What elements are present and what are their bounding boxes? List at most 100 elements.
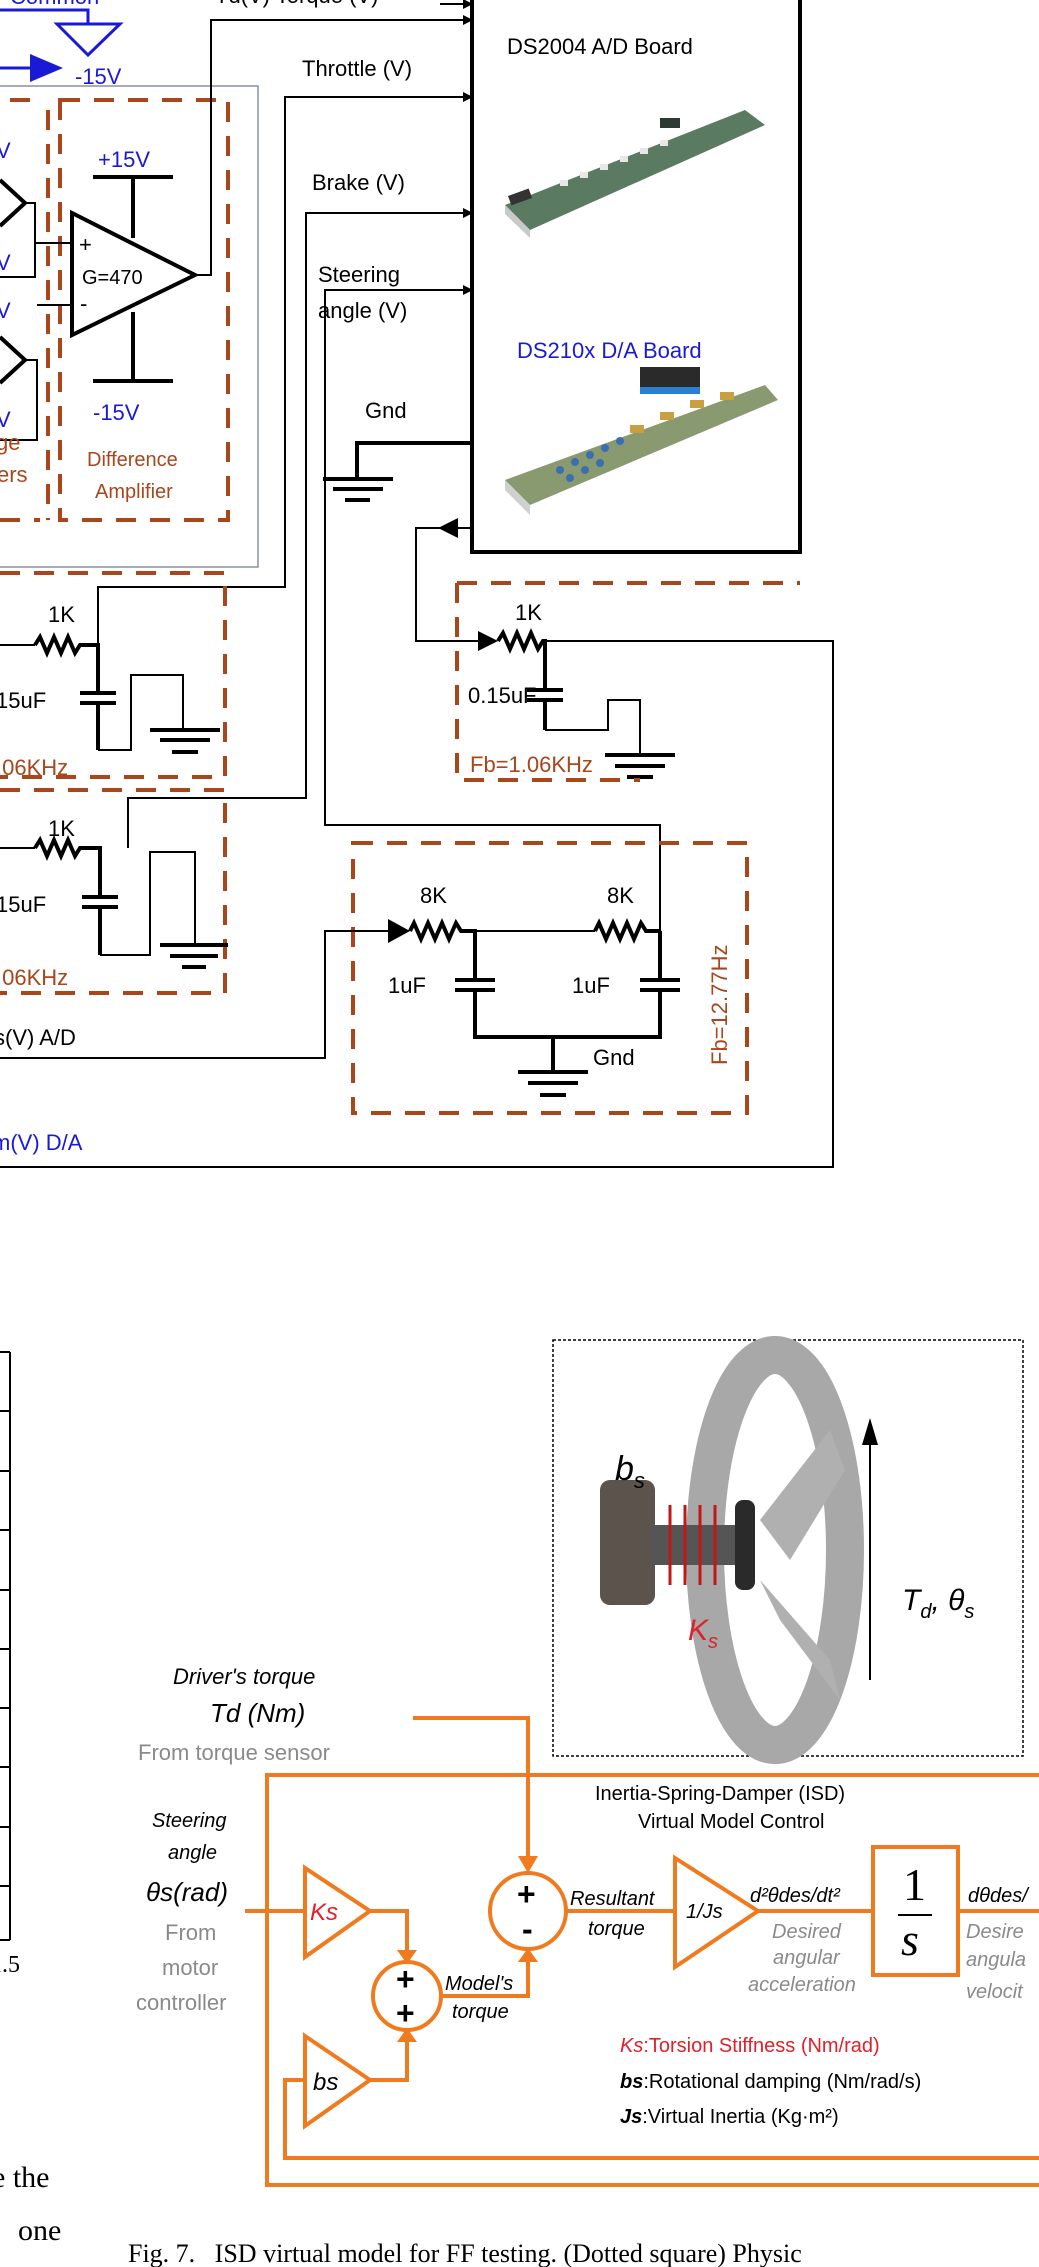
capacitor-label: 1uF xyxy=(572,973,610,998)
difference-amplifier-box xyxy=(58,98,230,522)
models-torque-label: torque xyxy=(452,2001,509,2023)
spring-icon xyxy=(668,1505,717,1585)
inverse-inertia-block xyxy=(673,1854,762,1971)
steering-source-label: From xyxy=(165,1920,216,1945)
acceleration-symbol: d²θdes/dt² xyxy=(750,1885,841,1907)
circuit-diagram: Common -15V V V V V ge vers + - G=470 +1… xyxy=(0,0,834,1168)
steering-label: angle (V) xyxy=(318,298,407,323)
ks-label: K xyxy=(688,1614,710,1647)
driver-torque-label: Driver's torque xyxy=(173,1664,315,1689)
resultant-torque-label: Resultant xyxy=(570,1888,656,1910)
plus-sign: + xyxy=(396,1961,415,1997)
acceleration-desc: angular xyxy=(773,1947,841,1969)
integrator-numerator: 1 xyxy=(903,1859,926,1910)
isd-control-diagram: Driver's torque Td (Nm) From torque sens… xyxy=(136,1664,1039,2187)
from-torque-sensor-label: From torque sensor xyxy=(138,1740,330,1765)
velocity-desc: angula xyxy=(966,1949,1026,1971)
body-text-line: e the xyxy=(0,2161,49,2194)
ad-output-label: s(V) A/D xyxy=(0,1025,76,1050)
ks-sub: s xyxy=(708,1631,718,1653)
rc-filter-throttle: 1K 15uF .06KHz xyxy=(0,571,227,780)
steering-source-label: motor xyxy=(162,1955,218,1980)
gnd-label: Gnd xyxy=(365,398,407,423)
resistor-label: 8K xyxy=(420,883,447,908)
resistor-label: 1K xyxy=(48,602,75,627)
buffer-label: ge xyxy=(0,430,20,455)
throttle-label: Throttle (V) xyxy=(302,56,412,81)
minus-sign: - xyxy=(522,1911,533,1947)
inverse-inertia-label: 1/Js xyxy=(686,1901,723,1923)
brake-label: Brake (V) xyxy=(312,170,405,195)
conditioning-board-outline xyxy=(0,85,259,568)
legend-ks: Ks:Torsion Stiffness (Nm/rad) xyxy=(620,2035,880,2057)
ground-icon xyxy=(323,441,472,502)
bs-label: b xyxy=(615,1450,634,1488)
acceleration-desc: acceleration xyxy=(748,1974,856,1996)
da-output-label: m(V) D/A xyxy=(0,1130,83,1155)
td-label: T xyxy=(902,1584,923,1617)
resultant-torque-label: torque xyxy=(588,1918,645,1940)
neg15-top-label: -15V xyxy=(75,64,122,89)
svg-text:bs: bs xyxy=(615,1450,645,1493)
td-nm-label: Td (Nm) xyxy=(210,1698,305,1728)
rc-filter-da: 1K 0.15uF Fb=1.06KHz xyxy=(0,518,834,1168)
damper-hub xyxy=(600,1480,655,1605)
gain-label: G=470 xyxy=(82,267,143,289)
arrow-icon xyxy=(438,518,458,538)
ad-board-image xyxy=(505,110,765,238)
theta-label: , θ xyxy=(931,1584,965,1617)
theta-sub: s xyxy=(964,1601,974,1623)
buffer-voltage-label: V xyxy=(0,138,11,163)
legend-js: Js:Virtual Inertia (Kg·m²) xyxy=(620,2106,839,2128)
capacitor-label: 15uF xyxy=(0,688,46,713)
cutoff-label: .06KHz xyxy=(0,755,68,780)
torque-signal-label: Td(V) Torque (V) xyxy=(215,0,378,8)
steering-wheel-illustration: bs Ks Td, θs xyxy=(552,1336,1024,1764)
cutoff-label: .06KHz xyxy=(0,965,68,990)
svg-text:Ks: Ks xyxy=(688,1614,718,1653)
integrator-denominator: s xyxy=(901,1914,919,1965)
cutoff-label: Fb=12.77Hz xyxy=(707,945,732,1065)
resistor-label: 8K xyxy=(607,883,634,908)
dspace-board-box xyxy=(470,0,802,554)
steering-input-label: angle xyxy=(168,1842,217,1864)
arrow-icon xyxy=(518,1856,538,1873)
ks-gain-label: Ks xyxy=(310,1899,338,1926)
plus-sign: + xyxy=(517,1876,536,1912)
arrow-icon xyxy=(30,54,63,82)
capacitor-label: 0.15uF xyxy=(468,683,537,708)
common-label: Common xyxy=(10,0,99,9)
body-text-line: one xyxy=(18,2214,61,2247)
cutoff-label: Fb=1.06KHz xyxy=(470,752,593,777)
diff-amp-label: Difference xyxy=(87,449,178,471)
da-board-image xyxy=(505,367,778,515)
chart-axis xyxy=(0,1351,11,1941)
resistor-label: 1K xyxy=(515,600,542,625)
steering-label: Steering xyxy=(318,262,400,287)
figure-caption: Fig. 7. ISD virtual model for FF testing… xyxy=(128,2239,802,2267)
da-board-label: DS210x D/A Board xyxy=(517,338,702,363)
legend-bs: bs:Rotational damping (Nm/rad/s) xyxy=(620,2071,921,2093)
acceleration-desc: Desired xyxy=(772,1921,842,1943)
velocity-symbol: dθdes/ xyxy=(968,1885,1030,1907)
bs-sub: s xyxy=(634,1468,645,1493)
ad-board-label: DS2004 A/D Board xyxy=(507,34,693,59)
buffer-voltage-label: V xyxy=(0,250,11,275)
pos15-label: +15V xyxy=(98,147,150,172)
bs-gain-block xyxy=(303,2032,374,2130)
resistor-label: 1K xyxy=(48,816,75,841)
velocity-desc: velocit xyxy=(966,1981,1024,2003)
buffer-label: vers xyxy=(0,462,28,487)
difference-amplifier: + - G=470 +15V -15V Difference Amplifier xyxy=(70,147,200,503)
rc-filter-brake: 1K 15uF .06KHz xyxy=(0,788,228,995)
capacitor-label: 15uF xyxy=(0,892,46,917)
arrow-icon xyxy=(388,919,410,943)
rotation-arrow-icon xyxy=(862,1418,878,1445)
common-ground-symbol: Common -15V xyxy=(0,0,124,89)
gnd-label: Gnd xyxy=(593,1045,635,1070)
svg-text:Td, θs: Td, θs xyxy=(902,1584,974,1623)
isd-title: Inertia-Spring-Damper (ISD) xyxy=(595,1783,845,1805)
velocity-desc: Desire xyxy=(966,1921,1024,1943)
diff-amp-label: Amplifier xyxy=(95,481,173,503)
steering-input-label: θs(rad) xyxy=(146,1877,228,1907)
